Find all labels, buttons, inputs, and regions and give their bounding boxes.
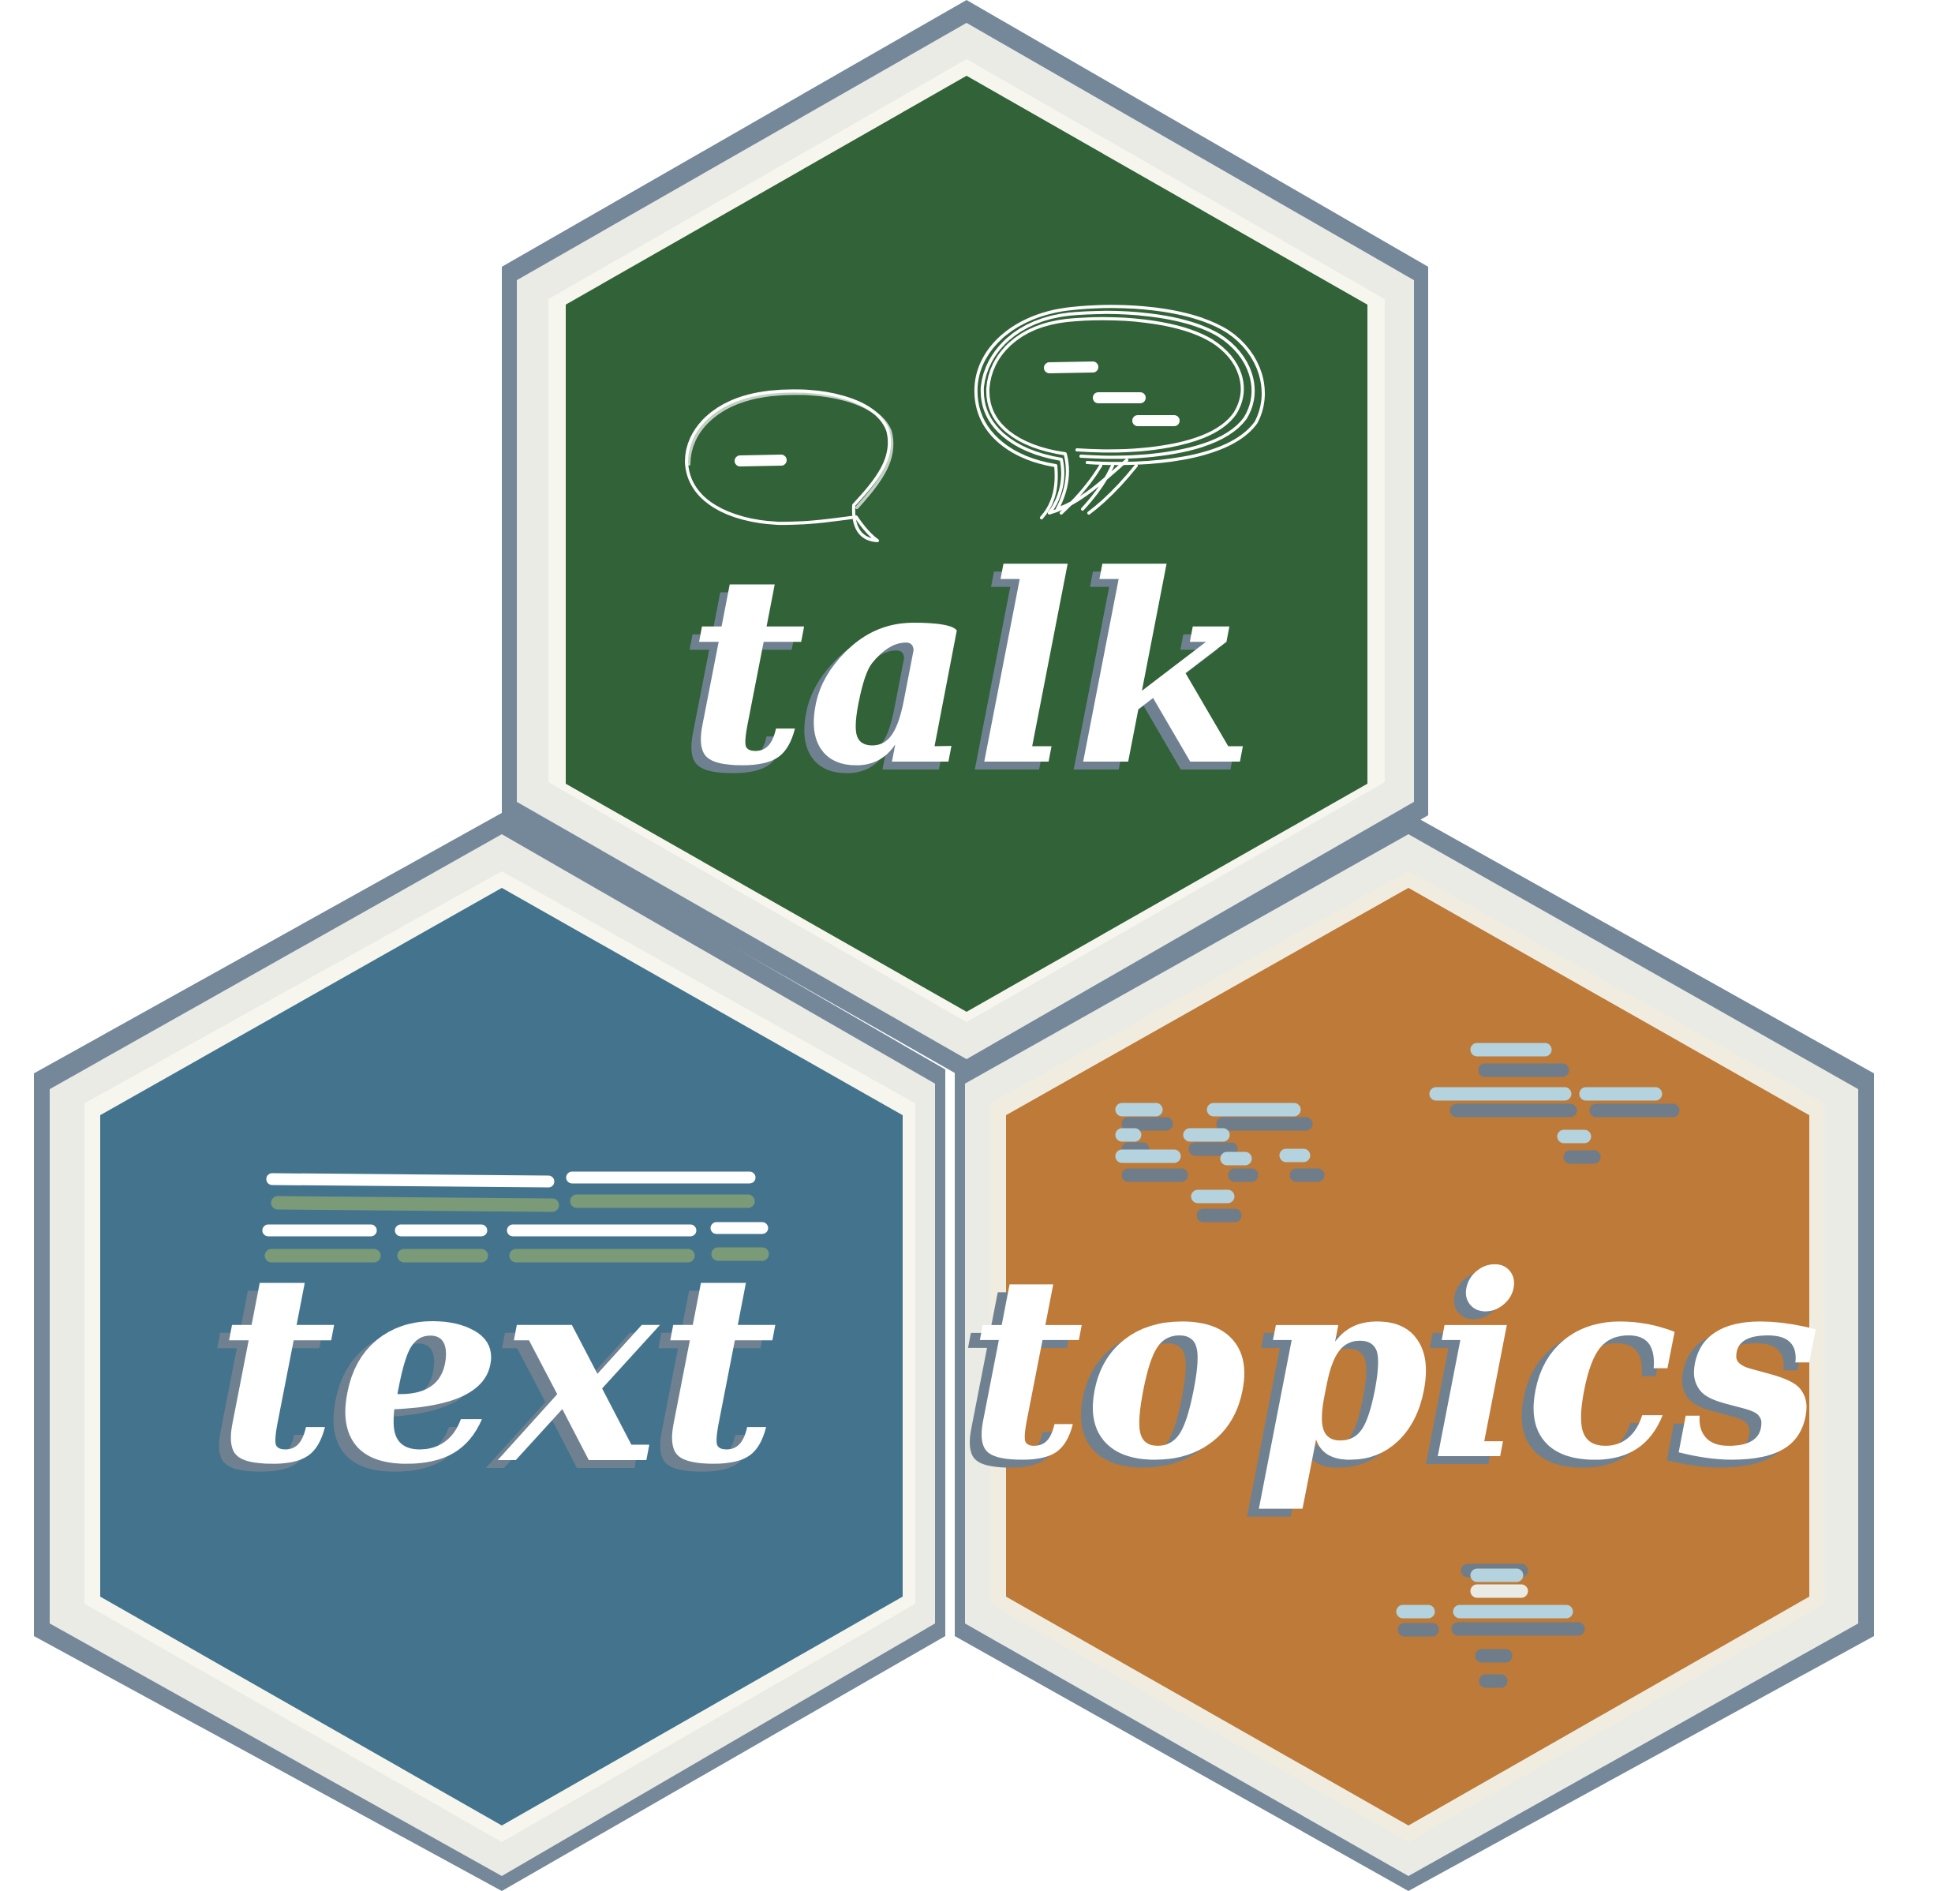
text-label-shadow: text	[204, 1223, 766, 1530]
talk-label-group: talk talk	[677, 517, 1255, 831]
text-lines-icon	[262, 1171, 769, 1263]
speech-bubbles-icon	[685, 305, 1265, 542]
text-hex-fill	[100, 888, 903, 1825]
talk-label: talk	[686, 517, 1255, 823]
topic-dashes-icon	[1115, 1103, 1325, 1223]
topics-label-group: topics topics	[956, 1220, 1821, 1524]
talk-label-shadow: talk	[677, 525, 1245, 831]
topic-dashes-upper-right	[1429, 1043, 1680, 1164]
talk-hex: talk talk	[502, 0, 1428, 1080]
text-hex: text text	[34, 813, 945, 1891]
topics-hex-fill	[1006, 888, 1809, 1825]
speech-bubble-dashes	[735, 361, 1180, 466]
text-label-group: text text	[204, 1215, 778, 1530]
topics-label: topics	[967, 1220, 1821, 1516]
topic-dashes-bottom	[1396, 1563, 1585, 1688]
topics-hex: topics topics	[955, 813, 1874, 1891]
text-label: text	[216, 1215, 778, 1522]
topics-label-shadow: topics	[956, 1228, 1809, 1524]
